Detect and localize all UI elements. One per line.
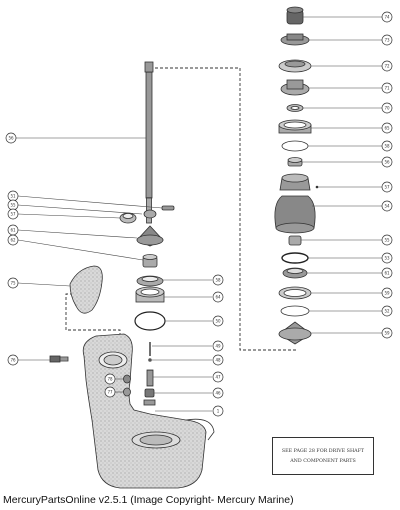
callout-1: 1 bbox=[212, 405, 224, 417]
svg-text:58: 58 bbox=[384, 144, 390, 149]
callout-56-right: 56 bbox=[381, 156, 393, 168]
center-column-parts bbox=[134, 275, 166, 406]
svg-text:46: 46 bbox=[215, 391, 221, 396]
svg-text:55: 55 bbox=[384, 238, 390, 243]
note-line-1: SEE PAGE 28 FOR DRIVE SHAFT bbox=[281, 449, 365, 454]
leader-lines bbox=[16, 16, 382, 412]
svg-text:53: 53 bbox=[384, 256, 390, 261]
callout-59: 59 bbox=[381, 287, 393, 299]
svg-text:73: 73 bbox=[384, 38, 390, 43]
callout-51: 51 bbox=[7, 190, 19, 202]
svg-text:56: 56 bbox=[384, 160, 390, 165]
note-line-2: AND COMPONENT PARTS bbox=[290, 459, 356, 464]
callout-57: 57 bbox=[7, 208, 19, 220]
right-stack-parts bbox=[274, 6, 319, 345]
callout-74: 74 bbox=[381, 11, 393, 23]
callout-64: 64 bbox=[212, 291, 224, 303]
svg-text:1: 1 bbox=[217, 409, 220, 414]
svg-text:74: 74 bbox=[384, 15, 390, 20]
svg-text:61: 61 bbox=[384, 271, 390, 276]
callout-62: 62 bbox=[7, 234, 19, 246]
callout-53: 53 bbox=[381, 252, 393, 264]
callout-54: 54 bbox=[381, 200, 393, 212]
callout-52: 52 bbox=[381, 305, 393, 317]
callout-46: 46 bbox=[212, 387, 224, 399]
svg-text:58: 58 bbox=[215, 278, 221, 283]
svg-text:77: 77 bbox=[107, 390, 113, 395]
svg-text:47: 47 bbox=[215, 375, 221, 380]
cover-plate bbox=[69, 265, 103, 314]
callout-58-center: 58 bbox=[212, 274, 224, 286]
bolt bbox=[49, 355, 69, 363]
callout-50: 50 bbox=[212, 315, 224, 327]
left-small-parts bbox=[119, 205, 175, 268]
callout-76: 76 bbox=[7, 354, 19, 366]
gear-housing bbox=[82, 333, 215, 489]
callout-70: 70 bbox=[381, 102, 393, 114]
svg-text:70: 70 bbox=[384, 106, 390, 111]
callout-71: 71 bbox=[381, 82, 393, 94]
callout-56-shaft: 56 bbox=[5, 132, 17, 144]
svg-text:76: 76 bbox=[10, 358, 16, 363]
image-caption: MercuryPartsOnline v2.5.1 (Image Copyrig… bbox=[3, 494, 294, 506]
svg-text:54: 54 bbox=[384, 204, 390, 209]
svg-text:64: 64 bbox=[215, 295, 221, 300]
reference-note-box: SEE PAGE 28 FOR DRIVE SHAFT AND COMPONEN… bbox=[272, 437, 374, 475]
exploded-parts-diagram: 56 51 55 57 61 62 75 76 74 73 72 bbox=[5, 6, 393, 489]
callout-55-right: 55 bbox=[381, 234, 393, 246]
svg-text:48: 48 bbox=[215, 358, 221, 363]
callout-49: 49 bbox=[212, 340, 224, 352]
callout-55: 55 bbox=[7, 199, 19, 211]
svg-text:57: 57 bbox=[384, 185, 390, 190]
svg-text:55: 55 bbox=[10, 203, 16, 208]
svg-text:57: 57 bbox=[10, 212, 16, 217]
drive-shaft bbox=[144, 61, 154, 224]
svg-text:52: 52 bbox=[384, 309, 390, 314]
assembly-dashed-lines bbox=[65, 67, 298, 360]
svg-text:59: 59 bbox=[384, 291, 390, 296]
callout-58-right: 58 bbox=[381, 140, 393, 152]
callout-65: 65 bbox=[381, 122, 393, 134]
svg-text:78: 78 bbox=[107, 377, 113, 382]
callout-61: 61 bbox=[7, 224, 19, 236]
callout-47: 47 bbox=[212, 371, 224, 383]
svg-text:49: 49 bbox=[215, 344, 221, 349]
callout-78: 78 bbox=[104, 373, 116, 385]
callout-61-right: 61 bbox=[381, 267, 393, 279]
plug-parts bbox=[123, 374, 131, 397]
callout-73: 73 bbox=[381, 34, 393, 46]
svg-text:50: 50 bbox=[215, 319, 221, 324]
svg-text:61: 61 bbox=[10, 228, 16, 233]
svg-text:72: 72 bbox=[384, 64, 390, 69]
callout-77: 77 bbox=[104, 386, 116, 398]
svg-text:56: 56 bbox=[8, 136, 14, 141]
svg-text:65: 65 bbox=[384, 126, 390, 131]
callout-72: 72 bbox=[381, 60, 393, 72]
svg-text:75: 75 bbox=[10, 281, 16, 286]
callout-75: 75 bbox=[7, 277, 19, 289]
callout-59-lower: 59 bbox=[381, 327, 393, 339]
callout-48: 48 bbox=[212, 354, 224, 366]
svg-text:62: 62 bbox=[10, 238, 16, 243]
svg-text:71: 71 bbox=[384, 86, 390, 91]
callout-57-right: 57 bbox=[381, 181, 393, 193]
svg-text:59: 59 bbox=[384, 331, 390, 336]
svg-text:51: 51 bbox=[10, 194, 16, 199]
